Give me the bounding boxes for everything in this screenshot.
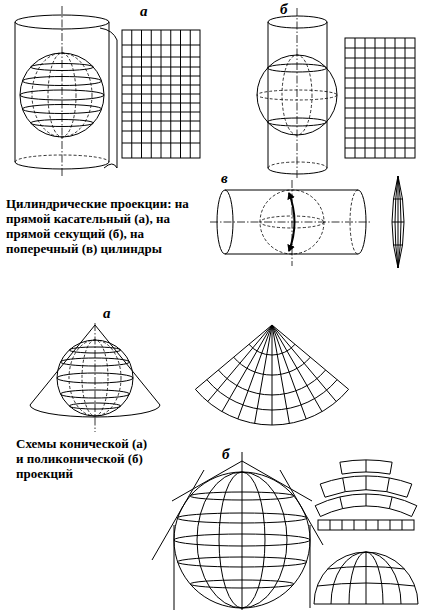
figure-letter: а: [103, 305, 111, 321]
figure-letter: а: [140, 3, 148, 19]
globe-part: [260, 190, 324, 254]
map-grid-part: [345, 38, 415, 158]
cone-part: [95, 323, 96, 432]
map-grid-part: [122, 30, 200, 158]
figure-letter: б: [222, 446, 230, 462]
cylinder-part: [268, 162, 327, 168]
map-grid-part: [122, 30, 200, 158]
map-lens-part: [392, 176, 404, 268]
polyconic-bands-part: [330, 460, 402, 530]
cylinder: [268, 8, 327, 180]
cylinder-part: [100, 28, 117, 168]
cylinder-part: [210, 180, 372, 266]
cylinder-part: [297, 8, 298, 180]
globe-part: [289, 193, 295, 251]
figure-caption: Схемы конической (а) и поликонической (б…: [16, 436, 154, 481]
hemisphere-map-part: [317, 552, 415, 604]
polyconic-bands: [315, 460, 417, 530]
map-lens: [392, 176, 404, 268]
globe: [260, 190, 324, 254]
cylinder-part: [268, 16, 327, 28]
figure-caption: Цилиндрические проекции: на прямой касат…: [6, 196, 206, 256]
conic-map-part: [208, 325, 337, 425]
cones-part: [242, 452, 243, 610]
cylinder-part: [62, 6, 63, 176]
cylinder-part: [268, 168, 327, 174]
cylinder-part: [268, 22, 327, 168]
map-grid-part: [345, 38, 415, 158]
cylinder: [210, 180, 372, 266]
figure-letter: б: [280, 1, 288, 17]
globe-part: [260, 216, 324, 228]
conic-map: [195, 325, 348, 425]
cones-part: [152, 470, 323, 560]
hemisphere-map: [314, 552, 418, 604]
hemisphere-map-part: [314, 552, 418, 604]
map-grid: [345, 38, 415, 158]
map-grid: [122, 30, 200, 158]
map-lens-part: [392, 176, 404, 268]
cones: [152, 452, 323, 610]
conic-map-part: [195, 325, 348, 425]
cylinder: [15, 6, 117, 176]
figure-letter: в: [221, 170, 228, 186]
cone: [30, 323, 160, 432]
